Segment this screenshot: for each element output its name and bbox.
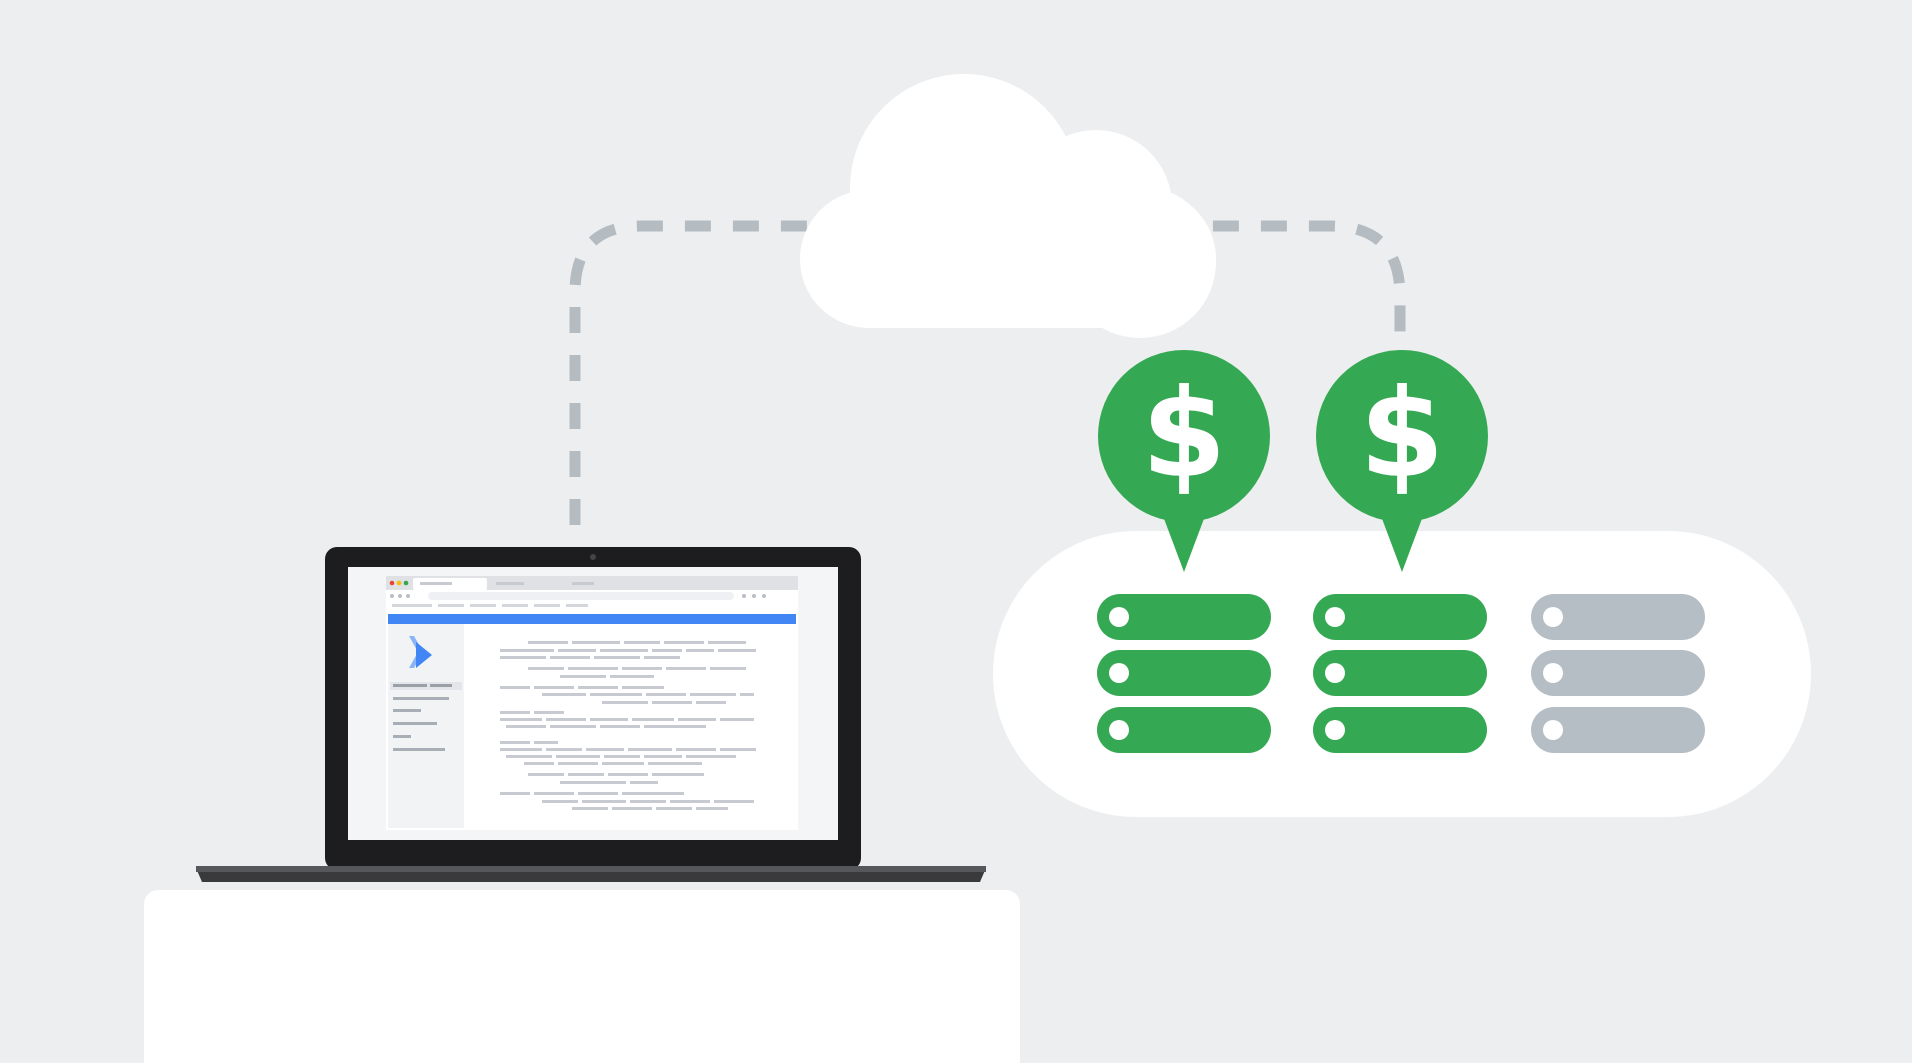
server-icon: [1097, 594, 1271, 753]
cloud-run-logo-icon: [409, 636, 432, 668]
dollar-icon: $: [1360, 363, 1445, 505]
cloud-icon: [800, 74, 1216, 338]
server-icon: [1313, 594, 1487, 753]
connection-dashed-line: [569, 220, 1406, 525]
pedestal: [144, 890, 1020, 1063]
dollar-badge: $: [1316, 350, 1488, 572]
dollar-icon: $: [1142, 363, 1227, 505]
browser-window: [386, 576, 798, 830]
dollar-badge: $: [1098, 350, 1270, 572]
server-icon: [1531, 594, 1705, 753]
laptop-icon: [196, 547, 986, 882]
